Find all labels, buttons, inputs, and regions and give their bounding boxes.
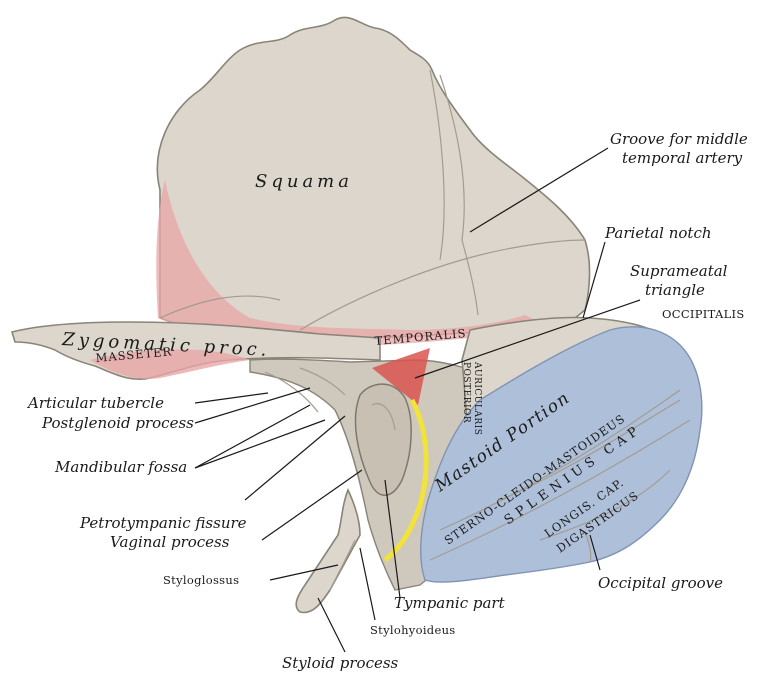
- label-suprameatal-2: triangle: [645, 281, 705, 299]
- label-styloglossus: Styloglossus: [163, 573, 239, 587]
- mastoid-portion: [420, 316, 703, 583]
- label-tympanic-part: Tympanic part: [394, 594, 506, 612]
- label-vaginal-process: Vaginal process: [110, 533, 230, 551]
- label-auricularis: AURICULARIS: [472, 361, 482, 435]
- label-masseter: MASSETER: [95, 344, 173, 365]
- label-articular-tubercle: Articular tubercle: [26, 394, 164, 412]
- tympanic-line: [383, 398, 429, 562]
- label-posterior: POSTERIOR: [461, 362, 471, 423]
- label-parietal-notch: Parietal notch: [604, 224, 712, 242]
- label-postglenoid-process: Postglenoid process: [41, 414, 194, 432]
- masseter-area: [90, 349, 250, 379]
- label-stylohyoideus: Stylohyoideus: [370, 623, 455, 637]
- styloid-process-shape: [295, 487, 361, 614]
- label-occipital-groove: Occipital groove: [598, 574, 723, 592]
- label-groove-middle-temporal-2: temporal artery: [622, 149, 743, 167]
- label-groove-middle-temporal-1: Groove for middle: [610, 130, 748, 148]
- zygomatic-process: [10, 321, 381, 380]
- squama-region: [156, 16, 591, 345]
- suprameatal-triangle: [372, 348, 430, 405]
- external-meatus: [354, 383, 412, 496]
- label-squama: Squama: [255, 171, 353, 192]
- label-mandibular-fossa: Mandibular fossa: [54, 458, 187, 476]
- label-suprameatal-1: Suprameatal: [630, 262, 728, 280]
- label-petrotympanic-fissure: Petrotympanic fissure: [79, 514, 247, 532]
- leader-lines: [194, 147, 641, 653]
- label-occipitalis: OCCIPITALIS: [662, 307, 745, 321]
- mastoid-muscle-area: [420, 326, 703, 583]
- label-styloid-process: Styloid process: [282, 654, 399, 672]
